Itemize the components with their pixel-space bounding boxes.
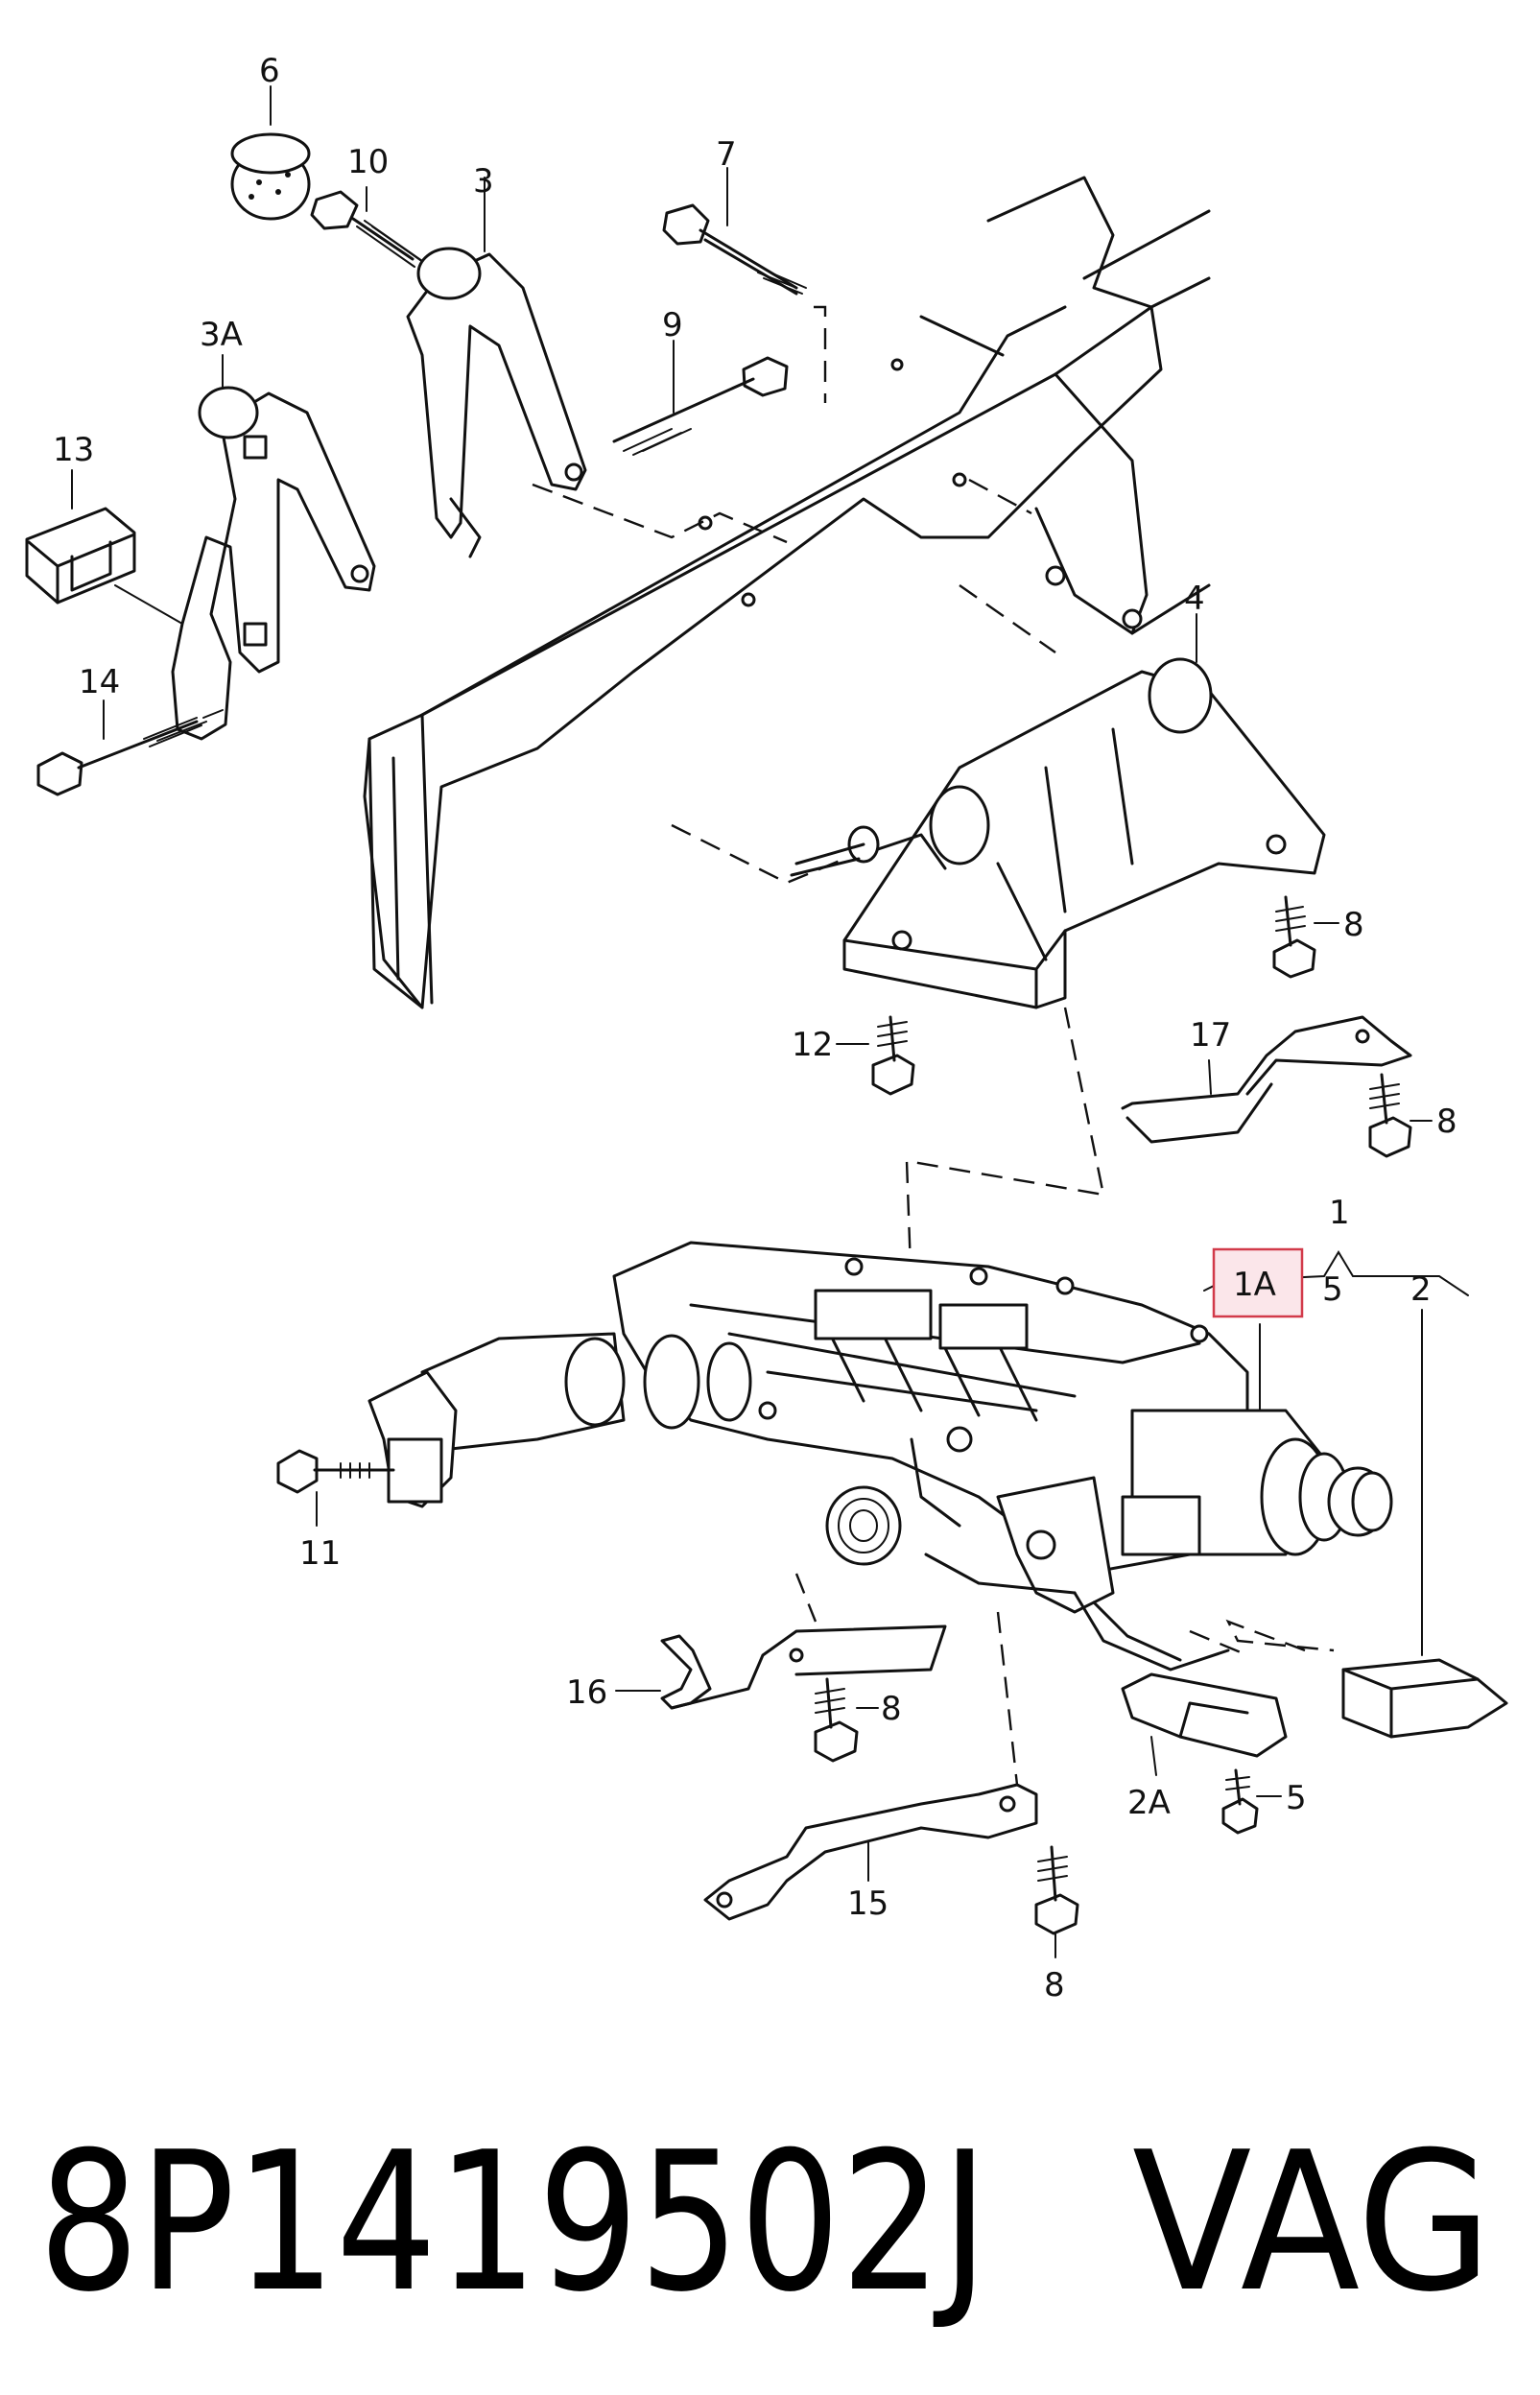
- callout-5: 5: [1286, 1779, 1307, 1817]
- callout-5: 5: [1322, 1270, 1343, 1309]
- part-3A-bracket: [171, 354, 376, 741]
- alignment-line: [905, 1007, 1105, 1296]
- part-3-bracket: [406, 177, 587, 558]
- highlight-1A: [1212, 1247, 1304, 1318]
- part-4-bracket: [790, 613, 1326, 1009]
- part-8-bolt: [1368, 1073, 1433, 1158]
- callout-17: 17: [1190, 1016, 1231, 1055]
- callout-1: 1: [1329, 1194, 1350, 1232]
- part-number: 8P1419502J: [38, 2111, 988, 2335]
- part-13-clip: [25, 469, 183, 625]
- callout-2: 2: [1410, 1270, 1432, 1309]
- part-9-bolt: [612, 340, 789, 456]
- part-14-bolt: [36, 700, 224, 796]
- part-1-steering-column: [367, 1241, 1393, 1672]
- callout-14: 14: [79, 663, 120, 701]
- part-2-cover: [1225, 1309, 1508, 1739]
- alignment-line: [959, 584, 1056, 653]
- callout-3: 3: [473, 162, 494, 201]
- callout-8: 8: [1436, 1103, 1457, 1141]
- part-8-bolt: [1034, 1845, 1079, 1958]
- part-12-bolt: [836, 1015, 915, 1096]
- cross-member: [363, 176, 1211, 1009]
- callout-7: 7: [716, 135, 737, 174]
- callout-16: 16: [566, 1673, 607, 1712]
- callout-8: 8: [1044, 1966, 1065, 2004]
- part-11-bolt: [276, 1449, 395, 1527]
- callout-labels: 6 10 3 7 3A 9 13 14 4 8 12 17 8 1 1A 5 2…: [53, 52, 1457, 2004]
- callout-1A: 1A: [1233, 1266, 1276, 1304]
- callout-13: 13: [53, 431, 94, 469]
- brand-name: VAG: [1132, 2111, 1492, 2335]
- alignment-line: [532, 483, 788, 544]
- alignment-line: [996, 1611, 1019, 1786]
- alignment-line: [794, 1573, 817, 1623]
- callout-3A: 3A: [200, 316, 243, 354]
- part-2A-clip: [1121, 1672, 1288, 1776]
- part-7-bolt: [662, 167, 827, 403]
- part-8-bolt: [814, 1677, 879, 1763]
- callout-15: 15: [847, 1885, 888, 1923]
- part-15-bracket: [703, 1783, 1038, 1921]
- alignment-line: [671, 823, 845, 885]
- callout-9: 9: [662, 306, 683, 344]
- alignment-line: [968, 478, 1032, 515]
- callout-10: 10: [347, 143, 389, 181]
- alignment-line: [1189, 1629, 1248, 1657]
- callout-11: 11: [299, 1534, 341, 1573]
- part-6-bush: [230, 85, 311, 221]
- callout-8: 8: [881, 1690, 902, 1728]
- part-17-wire-bracket: [1121, 1015, 1412, 1144]
- callout-12: 12: [792, 1026, 833, 1064]
- callout-8: 8: [1343, 906, 1364, 944]
- callout-4: 4: [1184, 580, 1205, 618]
- callout-6: 6: [259, 52, 280, 90]
- part-5-screw: [1221, 1768, 1282, 1835]
- callout-2A: 2A: [1127, 1784, 1171, 1822]
- part-10-bolt: [310, 186, 431, 268]
- part-8-bolt: [1272, 895, 1339, 979]
- part-16-wire-bracket: [615, 1624, 947, 1710]
